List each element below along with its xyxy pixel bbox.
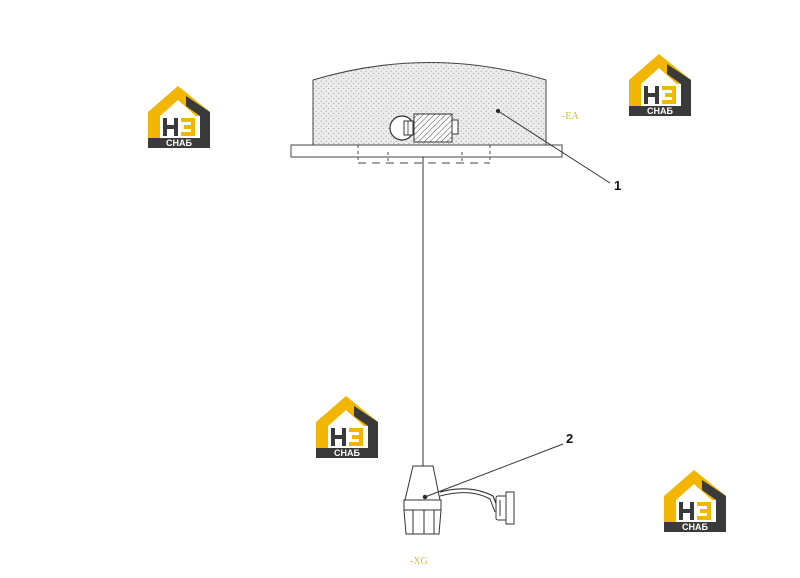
bulb-icon <box>389 115 415 141</box>
connector-shell <box>403 509 442 535</box>
reference-connector: -XG <box>410 556 428 567</box>
lamp-base-plate <box>290 144 563 158</box>
watermark-caption: СНАБ <box>166 138 192 148</box>
leader-line-1 <box>497 110 611 184</box>
lamp-lens-dome <box>312 62 547 146</box>
callout-number-2: 2 <box>566 431 573 446</box>
small-plug-icon <box>495 491 515 525</box>
branch-lead <box>439 488 500 512</box>
lamp-assembly <box>290 62 563 164</box>
socket-terminal <box>451 119 459 135</box>
connector-assembly <box>403 465 515 535</box>
lamp-base-dashes <box>357 145 491 164</box>
watermark-logo-2: СНАБ <box>629 54 691 116</box>
reference-lamp: -EA <box>562 111 579 122</box>
watermark-logo-3: СНАБ <box>316 396 378 458</box>
connector-collar <box>403 499 442 511</box>
connector-boot <box>404 465 441 501</box>
watermark-logo-1: СНАБ <box>148 86 210 148</box>
watermark-caption: СНАБ <box>682 522 708 532</box>
bulb-socket <box>413 113 453 143</box>
leader-line-2 <box>424 443 564 498</box>
watermark-logo-4: СНАБ <box>664 470 726 532</box>
watermark-caption: СНАБ <box>334 448 360 458</box>
watermark-caption: СНАБ <box>647 106 673 116</box>
callout-number-1: 1 <box>614 178 621 193</box>
